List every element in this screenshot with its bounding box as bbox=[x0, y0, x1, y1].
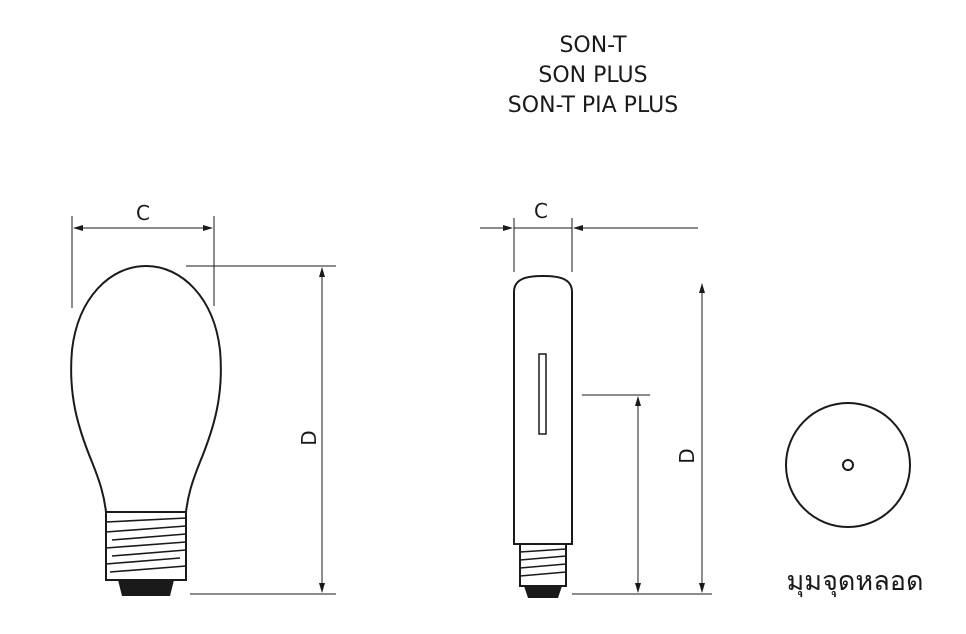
tubular-width-label: C bbox=[534, 199, 548, 223]
tip-outer-circle bbox=[785, 402, 911, 528]
ellipsoid-width-dimension: C bbox=[71, 201, 215, 308]
title-line-1: SON-T bbox=[559, 33, 627, 58]
tubular-height-label: D bbox=[675, 448, 699, 463]
tubular-height-dimension: D bbox=[572, 283, 712, 595]
tubular-width-dimension: C bbox=[480, 199, 698, 272]
tubular-screw-base bbox=[519, 543, 567, 598]
ellipsoid-width-label: C bbox=[136, 201, 150, 225]
tip-center-point bbox=[842, 459, 854, 471]
ellipsoid-height-dimension: D bbox=[186, 265, 336, 595]
tubular-lamp: C D bbox=[480, 199, 712, 598]
title-line-2: SON PLUS bbox=[538, 63, 647, 88]
diagram-title: SON-T SON PLUS SON-T PIA PLUS bbox=[508, 33, 678, 118]
title-line-3: SON-T PIA PLUS bbox=[508, 93, 678, 118]
ellipsoid-screw-base bbox=[105, 511, 187, 596]
ellipsoid-lamp: C D bbox=[70, 201, 336, 596]
ellipsoid-height-label: D bbox=[297, 430, 321, 445]
ellipsoid-bulb-outline bbox=[70, 264, 222, 513]
arc-tube bbox=[538, 353, 547, 435]
lamp-tip-caption: มุมจุดหลอด bbox=[786, 566, 923, 598]
lamp-tip-view: มุมจุดหลอด bbox=[785, 402, 924, 598]
tubular-bulb-outline bbox=[513, 274, 573, 545]
